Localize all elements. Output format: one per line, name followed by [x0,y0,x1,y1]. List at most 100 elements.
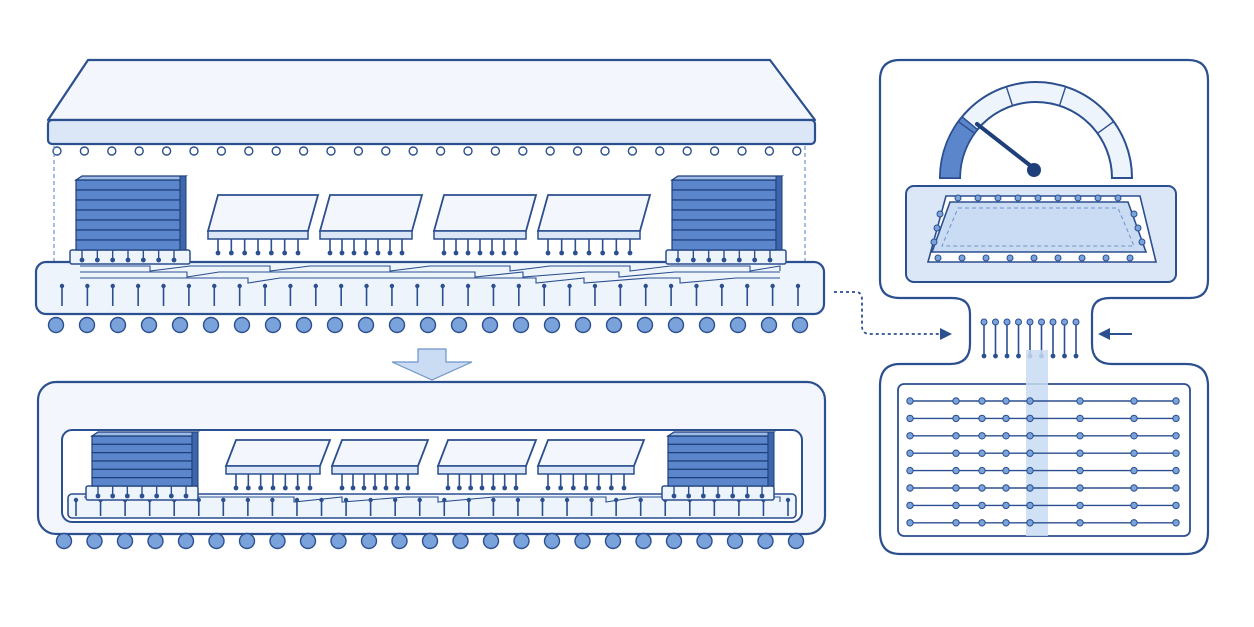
die-bump [933,224,941,232]
grid-node [1076,449,1084,457]
grid-node [906,466,914,475]
stack-layer [91,435,193,445]
chip-edge [225,465,321,475]
solder-ball [574,316,592,334]
detail-panel [878,58,1210,556]
lid-bump [764,146,775,156]
chip-carrier [905,185,1177,283]
top-logic-chips [206,194,652,256]
lid-bump [737,146,747,156]
solder-ball [391,532,408,550]
lid-bump [216,146,227,156]
solder-ball [326,316,344,334]
solder-ball [482,532,500,550]
left-arrow-icon [1098,328,1132,340]
grid-node [952,414,960,423]
grid-node [1026,484,1034,492]
grid-node [906,414,914,423]
die-bump [1130,210,1138,218]
detail-grid [906,397,1180,527]
stack-base [665,249,787,265]
grid-node [978,432,986,440]
lid-bump [490,146,501,156]
die-bump [1138,238,1146,246]
bottom-solder-balls [55,532,805,550]
trace [80,277,780,284]
stack-top [666,431,776,437]
gauge-tick [1097,121,1115,134]
stack-layer [671,179,777,191]
solder-ball [147,532,164,550]
stack-layer [75,179,181,191]
grid-node [1172,432,1180,440]
die-bump [1126,254,1134,262]
lid-bump [353,146,364,156]
stack-layer [667,435,769,445]
solder-ball [421,532,439,550]
solder-ball [330,532,347,550]
stack-top [670,175,784,181]
stack-layer [671,219,777,231]
bottom-logic-chips [224,439,646,491]
grid-node [952,466,960,475]
lid-bump [107,146,117,156]
grid-node [1172,449,1180,457]
lid-bump [463,146,473,156]
gauge-tick [957,121,975,134]
chip-top [436,439,538,467]
solder-ball [543,532,561,550]
solder-ball [665,532,683,550]
grid-node [1172,519,1180,527]
die-bump [954,194,962,202]
top-substrate [34,260,826,316]
grid-node [1002,449,1010,457]
solder-ball [757,532,774,550]
lid-bump [435,146,446,156]
grid-node [1002,414,1010,423]
grid-node [1172,414,1180,423]
top-solder-balls [47,316,809,334]
die-bump [934,254,942,262]
chip-edge [537,465,635,475]
stack-layer [75,189,181,201]
top-substrate-vias [59,283,801,306]
trace [80,271,780,278]
solder-ball [481,316,499,334]
stack-layer [667,452,769,462]
chip-edge [537,230,641,240]
lid-bump [545,146,555,156]
lid-bump-row [52,146,802,156]
grid-node [1002,484,1010,492]
solder-ball [452,532,469,550]
grid-node [1130,501,1138,510]
down-arrow-icon [391,348,473,381]
grid-node [978,501,986,510]
stack-layer [667,443,769,454]
stack-side [179,175,187,251]
die-bump [1030,254,1038,262]
stack-side [775,175,783,251]
solder-ball [791,316,809,334]
lid-bump [408,146,418,156]
die-bump [1014,194,1022,202]
grid-node [906,484,914,492]
grid-node [1026,501,1034,510]
grid-node [1076,484,1084,492]
solder-ball [208,532,225,550]
die-bump [974,194,982,202]
die-bump [1034,194,1042,202]
grid-node [1026,519,1034,527]
grid-node [906,432,914,440]
dotted-connector [834,291,952,340]
stack-layer [75,239,181,251]
die-bump [958,254,966,262]
grid-node [1026,432,1034,440]
grid-node [978,484,986,492]
chip-top [432,194,538,232]
solder-ball [419,316,437,334]
solder-ball [109,316,127,334]
stack-layer [667,477,769,487]
grid-node [1172,484,1180,492]
lid-bump [189,146,199,156]
solder-ball [604,532,622,550]
